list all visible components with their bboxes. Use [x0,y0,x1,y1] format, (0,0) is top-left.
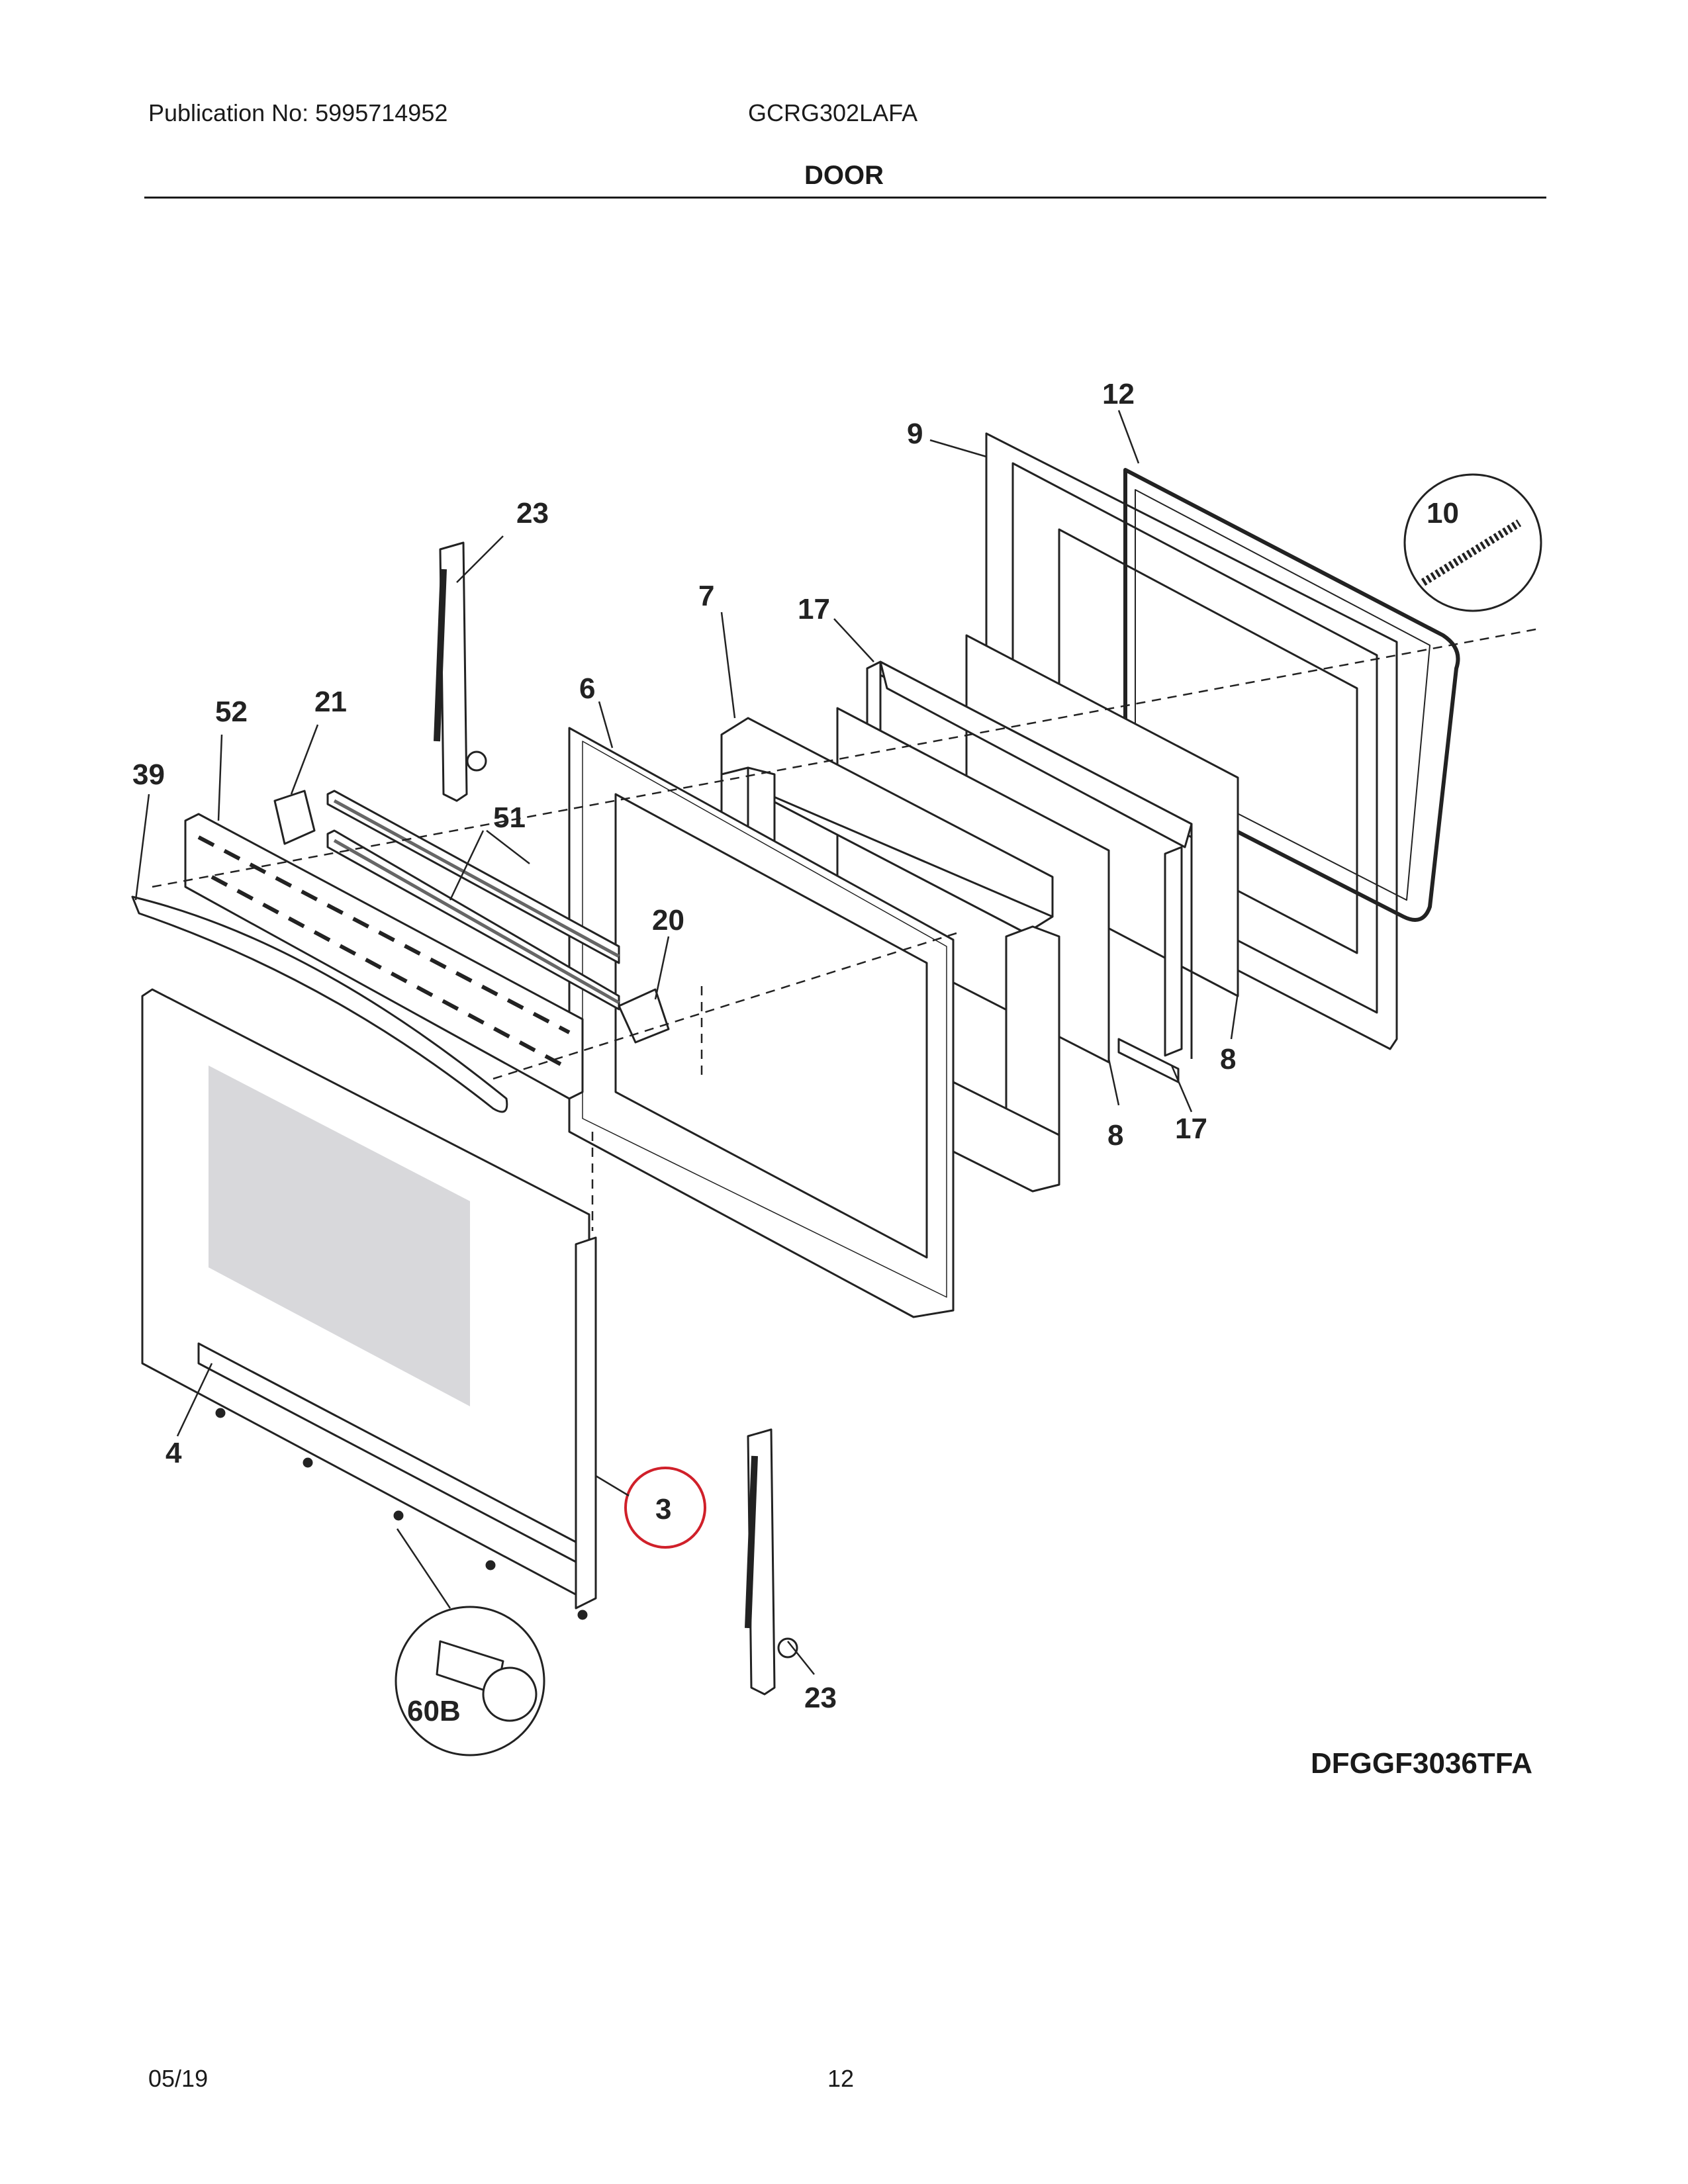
callout-17-top: 17 [798,593,830,625]
callout-9: 9 [907,418,923,450]
callout-8-right: 8 [1220,1043,1236,1075]
header-rule [144,197,1546,199]
callout-4: 4 [165,1437,182,1469]
callout-20: 20 [652,904,684,936]
callout-10: 10 [1427,497,1459,529]
screw-detail-10 [1403,473,1542,612]
inner-door-panel [568,727,955,1318]
callout-52: 52 [215,696,248,728]
model-number: GCRG302LAFA [748,99,918,126]
diagram-code: DFGGF3036TFA [1311,1747,1532,1780]
callout-17-bottom: 17 [1175,1113,1207,1145]
insulation-blocks [720,717,1060,1193]
outer-door-glass-panel [141,988,597,1610]
publication-date: 05/19 [148,2065,209,2092]
hinge-bracket-21 [273,790,316,845]
glass-pack-frame-front [1164,846,1183,1057]
callout-51: 51 [493,801,526,834]
door-handle [131,895,508,1113]
callout-23-top: 23 [516,497,549,529]
callout-3: 3 [655,1493,671,1525]
callout-7: 7 [698,580,714,612]
callout-60b: 60B [407,1695,461,1727]
callout-39: 39 [132,758,165,791]
callout-8-center: 8 [1107,1119,1123,1152]
callout-3-highlight [624,1467,706,1549]
callout-21: 21 [314,686,347,718]
top-trim-vent [184,813,584,1100]
bottom-screws [215,1408,588,1620]
section-title: DOOR [804,161,884,190]
trim-strips [326,790,620,1011]
callout-12: 12 [1102,378,1135,410]
door-gasket [1123,468,1460,922]
callout-6: 6 [579,672,595,705]
publication-number: Publication No: 5995714952 [148,99,448,126]
callout-labels: 12 9 10 23 7 17 6 52 21 39 51 20 8 8 17 … [132,378,1459,1727]
hinge-top [434,541,487,802]
hinge-bottom [745,1428,798,1696]
hinge-bracket-20 [618,988,670,1044]
callout-23-bottom: 23 [804,1682,837,1714]
page-number: 12 [827,2065,855,2092]
